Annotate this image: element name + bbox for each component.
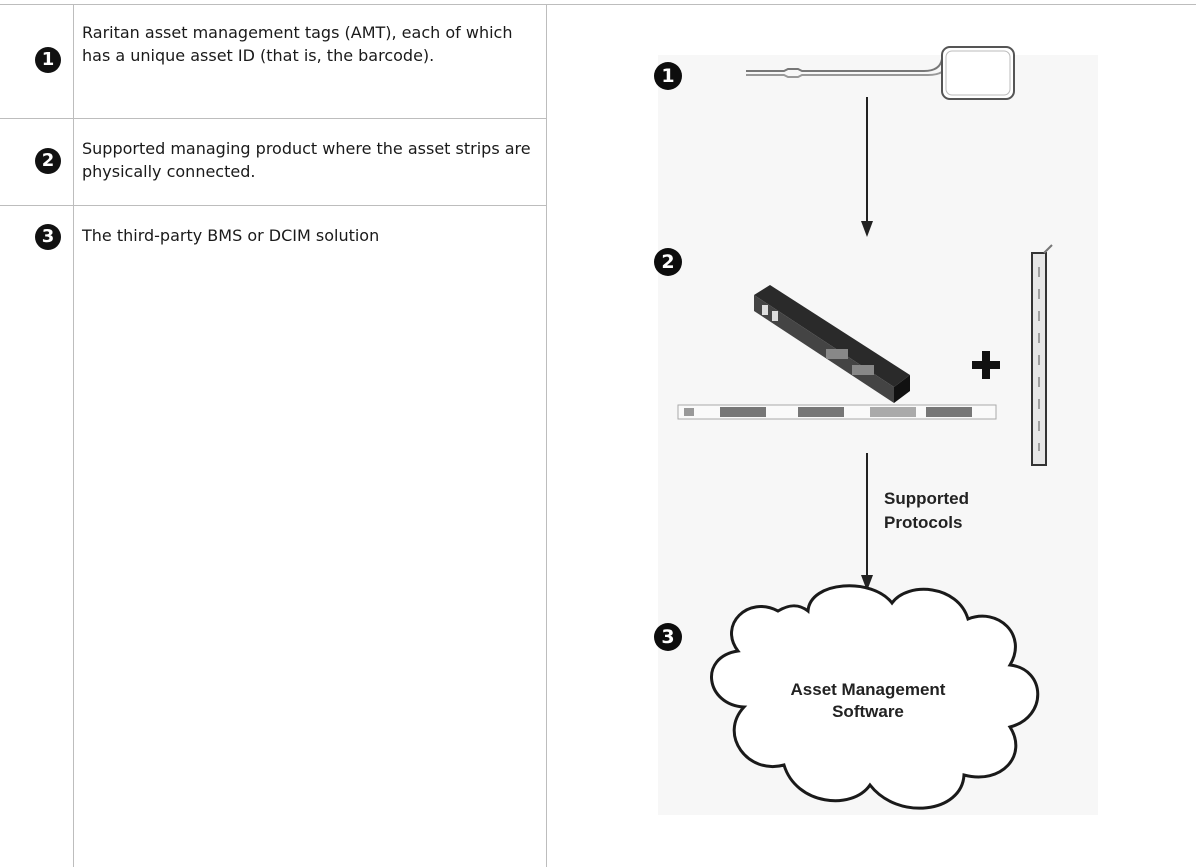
pdu-horizontal-illustration [677,404,997,420]
asset-management-diagram: 1 2 3 Supported Protocols Asset Manageme… [548,5,1196,867]
row-description: Raritan asset management tags (AMT), eac… [82,23,513,65]
table-top-border [0,4,1196,5]
cloud-shape [710,584,1040,810]
protocol-label-line2: Protocols [884,513,963,532]
asset-strip-illustration [1031,244,1053,466]
diagram-step-badge: 3 [654,623,682,651]
row-description: The third-party BMS or DCIM solution [82,226,380,245]
row-description: Supported managing product where the ass… [82,139,531,181]
column-divider-left [73,4,74,867]
row-number-badge: 2 [35,148,61,174]
plus-icon [972,351,1000,379]
row-divider-2 [0,205,546,206]
cloud-label-line1: Asset Management [790,680,946,699]
arrow-down-2 [861,453,873,591]
row-number-badge: 1 [35,47,61,73]
column-divider-right [546,4,547,867]
diagram-step-badge: 2 [654,248,682,276]
asset-tag-illustration [746,46,1015,100]
row-divider-1 [0,118,546,119]
row-number-badge: 3 [35,224,61,250]
diagram-drawing [658,46,1098,815]
diagram-step-badge: 1 [654,62,682,90]
protocol-label-line1: Supported [884,489,969,508]
pdu-angled-illustration [754,285,910,403]
cloud-label-line2: Software [832,702,904,721]
arrow-down-1 [861,97,873,237]
